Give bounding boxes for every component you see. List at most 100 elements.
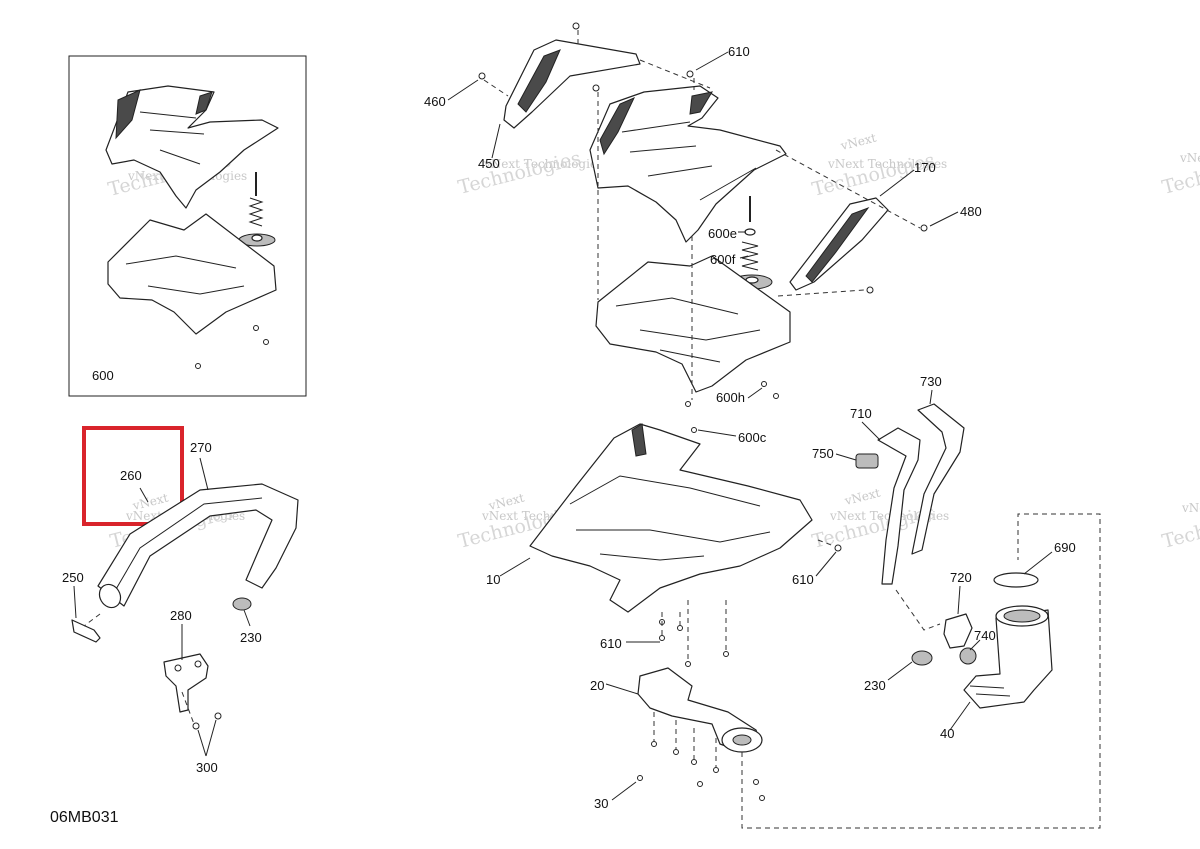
screw-30 (691, 759, 697, 765)
leader (499, 557, 531, 577)
canister-opening (1003, 609, 1041, 623)
callout-710: 710 (850, 406, 872, 421)
callout-600f: 600f (710, 252, 736, 267)
screw-30 (673, 749, 679, 755)
leader (949, 701, 971, 731)
leader (697, 429, 737, 437)
watermark: vNext (838, 131, 877, 154)
shell-shade (689, 91, 714, 115)
hose-group-left (71, 457, 299, 757)
screw-300 (192, 722, 200, 730)
leader (835, 453, 857, 461)
leader (747, 387, 763, 399)
leader (739, 255, 749, 259)
leader (887, 661, 913, 681)
hose-260-270 (97, 483, 299, 607)
panel-shade (517, 49, 561, 113)
leader (861, 421, 881, 441)
leader (611, 781, 637, 801)
callout-30: 30 (594, 796, 608, 811)
callout-260: 260 (120, 468, 142, 483)
leader (957, 585, 961, 615)
screw (773, 393, 779, 399)
leader (929, 389, 933, 405)
assembly-line (895, 589, 941, 631)
inset-shell-lines (139, 111, 205, 165)
plug-250 (71, 619, 101, 643)
inset-shell-shade (195, 91, 213, 115)
body-10 (529, 423, 813, 613)
leader (605, 683, 639, 695)
leader (929, 211, 959, 227)
callout-280: 280 (170, 608, 192, 623)
inset-upper-shell (105, 85, 279, 209)
inset-screw (263, 339, 269, 345)
screw-610 (834, 544, 842, 552)
screw (686, 70, 694, 78)
leader (139, 487, 149, 503)
clamp-230 (911, 650, 933, 666)
leader (815, 551, 837, 577)
hose-contour (111, 497, 263, 597)
screw-300 (214, 712, 222, 720)
callout-720: 720 (950, 570, 972, 585)
body-post (631, 423, 647, 457)
inset-lower-frame (107, 213, 277, 335)
body-lines (569, 475, 771, 561)
panel-450 (503, 39, 641, 129)
inset-shell-shade (115, 89, 141, 140)
callout-750: 750 (812, 446, 834, 461)
callout-270: 270 (190, 440, 212, 455)
shell-600 (589, 85, 787, 243)
assembly-line (661, 539, 835, 662)
assembly-line (181, 691, 195, 725)
shell-shade (599, 97, 636, 156)
leader (1023, 551, 1053, 575)
screw-600c (691, 427, 697, 433)
callout-600c: 600c (738, 430, 767, 445)
inset-frame (68, 55, 307, 397)
screw-30 (759, 795, 765, 801)
hose-end-cuff (98, 583, 122, 609)
inset-spring (248, 197, 264, 227)
screw-600h (761, 381, 767, 387)
lower-body-group (499, 423, 1101, 829)
callout-480: 480 (960, 204, 982, 219)
callout-740: 740 (974, 628, 996, 643)
bracket-hole (174, 664, 182, 672)
leader (199, 457, 209, 491)
callout-690: 690 (1054, 540, 1076, 555)
cap-750 (855, 453, 879, 469)
callout-460: 460 (424, 94, 446, 109)
screw (685, 661, 691, 667)
duct-20-port-inner (732, 734, 752, 746)
washer-600e (744, 228, 756, 236)
callout-610: 610 (600, 636, 622, 651)
screw (478, 72, 486, 80)
hose-730 (911, 403, 965, 555)
callout-20: 20 (590, 678, 604, 693)
screw (592, 84, 600, 92)
spring-600f (741, 241, 759, 271)
callout-40: 40 (940, 726, 954, 741)
watermark: vNext Technologies (827, 157, 947, 171)
inset-frame-lines (125, 255, 245, 295)
hose-group-right (835, 389, 1053, 731)
screw-30 (697, 781, 703, 787)
leader (491, 123, 501, 159)
screw (677, 625, 683, 631)
inset-label: 600 (92, 368, 114, 383)
watermark: vNext (1181, 501, 1200, 515)
callout-450: 450 (478, 156, 500, 171)
inset-screw (195, 363, 201, 369)
screw (685, 401, 691, 407)
assembly-line (639, 59, 921, 400)
hose-710 (877, 427, 921, 585)
callout-230: 230 (864, 678, 886, 693)
screw (920, 224, 928, 232)
leader (969, 639, 981, 651)
assembly-line (83, 613, 101, 627)
frame-600 (595, 255, 791, 393)
